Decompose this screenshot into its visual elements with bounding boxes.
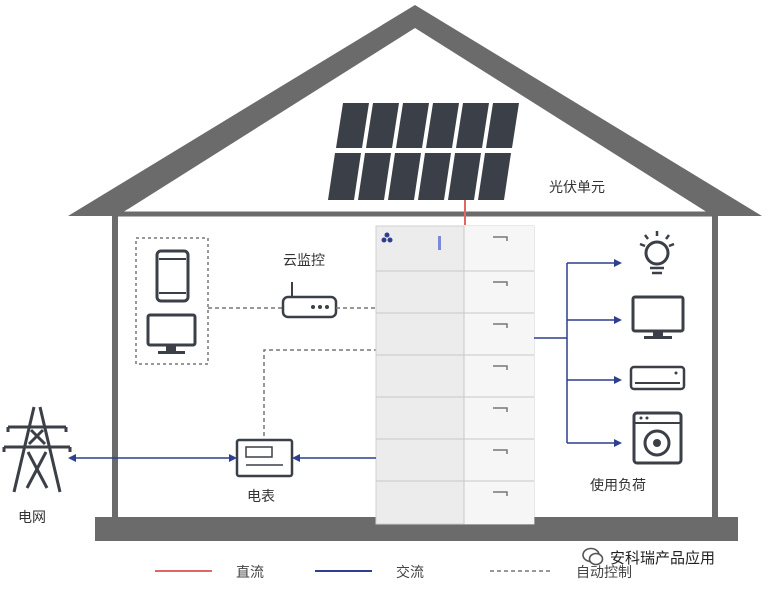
transmission-tower-icon <box>2 406 72 493</box>
watermark: 安科瑞产品应用 <box>582 546 715 568</box>
watermark-text: 安科瑞产品应用 <box>610 548 716 567</box>
meter-label: 电表 <box>247 489 275 505</box>
brand-logo-icon <box>381 232 393 243</box>
legend-dc-label: 直流 <box>236 565 264 581</box>
ac-lines-loads <box>534 262 616 444</box>
legend-control-label: 自动控制 <box>576 565 632 581</box>
house-walls <box>112 214 718 519</box>
meter-icon <box>235 438 294 478</box>
pv-unit-label: 光伏单元 <box>549 180 605 196</box>
ac-arrowhead-meter <box>292 454 300 462</box>
cloud-monitor-label: 云监控 <box>283 253 325 269</box>
phone-icon <box>155 249 190 303</box>
monitor-icon <box>146 313 197 354</box>
bulb-icon <box>639 231 675 275</box>
control-line-meter <box>263 349 378 440</box>
wechat-icon <box>582 547 604 566</box>
loads-label: 使用负荷 <box>590 478 646 494</box>
grid-label: 电网 <box>18 510 46 526</box>
ac-arrowheads-loads <box>614 259 622 447</box>
washing-machine-icon <box>632 411 683 465</box>
tv-icon <box>631 295 685 339</box>
legend-ac-label: 交流 <box>396 565 424 581</box>
air-conditioner-icon <box>629 365 686 391</box>
ac-arrowhead-grid-left <box>68 454 76 462</box>
ac-arrowhead-grid-right <box>229 454 237 462</box>
battery-stack <box>375 225 535 525</box>
house-roof <box>68 5 762 217</box>
device-group-box <box>135 237 209 365</box>
solar-panel-icon <box>328 103 519 200</box>
router-icon <box>281 282 338 319</box>
